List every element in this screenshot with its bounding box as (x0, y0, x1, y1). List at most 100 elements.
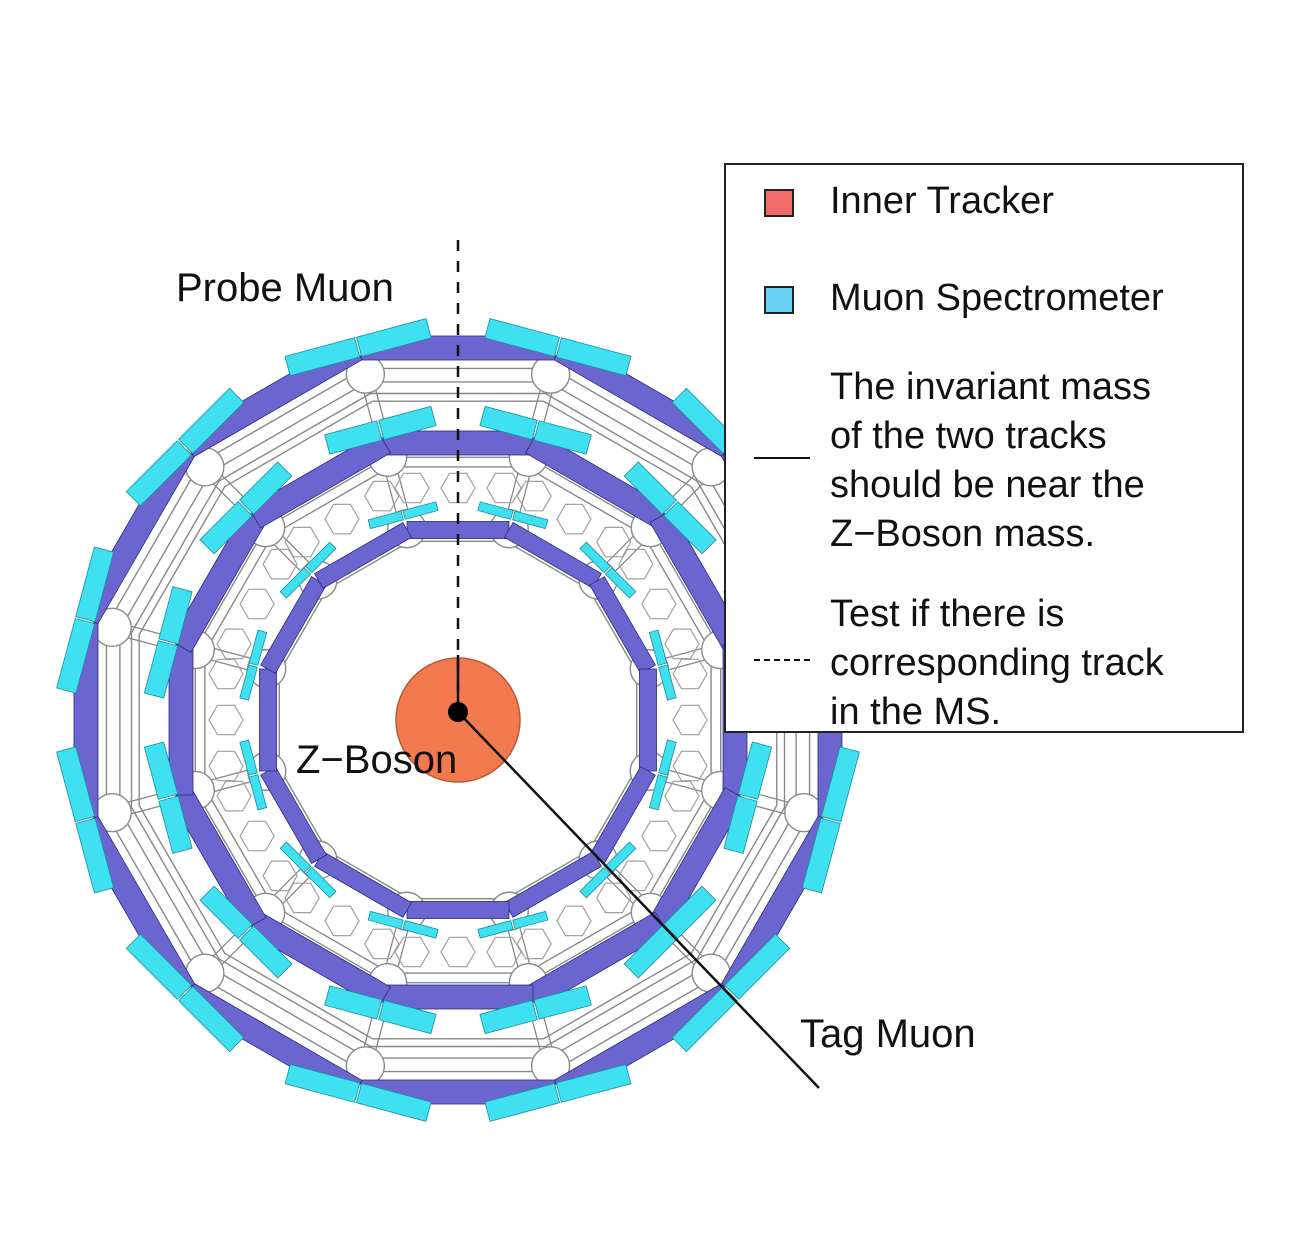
spectrometer-chamber (284, 1063, 361, 1103)
spectrometer-chamber (199, 885, 253, 940)
legend-line: of the two tracks (830, 415, 1107, 457)
middle-chamber (382, 984, 534, 1010)
spectrometer-chamber (579, 541, 611, 574)
spectrometer-chamber (533, 420, 592, 455)
hex-tube (618, 860, 654, 892)
spectrometer-chamber (125, 933, 192, 1000)
spectrometer-chamber (178, 985, 245, 1053)
spectrometer-chamber (737, 741, 773, 800)
hex-tube (596, 526, 632, 558)
hex-tube (516, 480, 552, 512)
spectrometer-chamber (279, 567, 312, 599)
hex-tube (324, 905, 360, 937)
spectrometer-chamber (723, 795, 758, 854)
z-boson-label: Z−Boson (296, 738, 458, 782)
hex-tube (516, 928, 552, 960)
spectrometer-chamber (378, 405, 437, 441)
spectrometer-chamber (239, 664, 258, 701)
hex-tube (324, 503, 360, 535)
dashed-line-marker (754, 659, 810, 661)
spectrometer-chamber (279, 841, 312, 874)
spectrometer-chamber (484, 1082, 561, 1122)
spectrometer-chamber (724, 933, 791, 1000)
spectrometer-chamber (367, 910, 404, 930)
hex-tube (486, 936, 522, 968)
hex-tube (486, 472, 522, 504)
spectrometer-chamber (178, 387, 245, 454)
hex-tube (216, 780, 252, 812)
hex-tube (364, 928, 400, 960)
spectrometer-chamber (477, 920, 514, 939)
spectrometer-chamber (801, 817, 841, 894)
hex-tube (641, 588, 677, 620)
hex-tube (364, 480, 400, 512)
spectrometer-chamber (555, 337, 632, 377)
spectrometer-chamber (579, 866, 611, 899)
spectrometer-chamber (143, 741, 179, 800)
hex-tube (284, 526, 320, 558)
legend-line: Test if there is (830, 593, 1065, 635)
solid-line-marker (754, 457, 810, 459)
inner-chamber (639, 668, 657, 772)
spectrometer-chamber (199, 500, 253, 555)
hex-tube (208, 658, 244, 690)
spectrometer-chamber (75, 546, 115, 623)
spectrometer-chamber (248, 774, 268, 811)
spectrometer-chamber (512, 510, 549, 530)
spectrometer-chamber (648, 629, 668, 666)
inner-chamber (314, 522, 412, 589)
spectrometer-chamber (367, 510, 404, 530)
structure-node (185, 447, 225, 487)
middle-chamber (168, 644, 194, 796)
hex-tube (394, 472, 430, 504)
inner-tracker-swatch (764, 189, 794, 217)
hex-tube (262, 860, 298, 892)
spectrometer-chamber (355, 318, 432, 358)
interaction-vertex (448, 702, 468, 722)
spectrometer-chamber (324, 985, 383, 1020)
spectrometer-chamber (820, 746, 860, 823)
hex-tube (208, 750, 244, 782)
spectrometer-chamber (56, 617, 96, 694)
hex-tube (672, 658, 708, 690)
hex-tube (284, 882, 320, 914)
spectrometer-chamber (75, 817, 115, 894)
legend-line: corresponding track (830, 642, 1164, 684)
spectrometer-chamber (648, 774, 668, 811)
support-ring (130, 392, 786, 1048)
structure-node (691, 953, 731, 993)
hex-tube (440, 936, 476, 968)
hex-tube (672, 704, 708, 736)
spectrometer-chamber (555, 1063, 632, 1103)
legend-line: Z−Boson mass. (830, 513, 1096, 555)
spectrometer-chamber (663, 500, 717, 555)
hex-tube (664, 628, 700, 660)
hex-tube (618, 548, 654, 580)
spectrometer-chamber (658, 739, 677, 776)
spectrometer-chamber (158, 795, 193, 854)
inner-chamber (406, 901, 510, 919)
spectrometer-chamber (479, 999, 538, 1035)
support-ring (138, 400, 778, 1040)
spectrometer-chamber (284, 337, 361, 377)
spectrometer-chamber (533, 985, 592, 1020)
spectrometer-chamber (355, 1082, 432, 1122)
spectrometer-chamber (512, 910, 549, 930)
hexagonal-tubes (208, 472, 708, 968)
tag-muon-label: Tag Muon (800, 1012, 976, 1056)
hex-tube (440, 472, 476, 504)
legend-line: should be near the (830, 464, 1145, 506)
spectrometer-chamber (143, 640, 179, 699)
legend-label: Muon Spectrometer (830, 277, 1164, 319)
hex-tube (394, 936, 430, 968)
hex-tube (216, 628, 252, 660)
spectrometer-chamber (125, 440, 193, 507)
legend-label: Inner Tracker (830, 180, 1054, 222)
spectrometer-chamber (239, 739, 258, 776)
legend-line: in the MS. (830, 691, 1002, 733)
hex-tube (239, 588, 275, 620)
hex-tube (556, 503, 592, 535)
spectrometer-chamber (378, 999, 437, 1035)
